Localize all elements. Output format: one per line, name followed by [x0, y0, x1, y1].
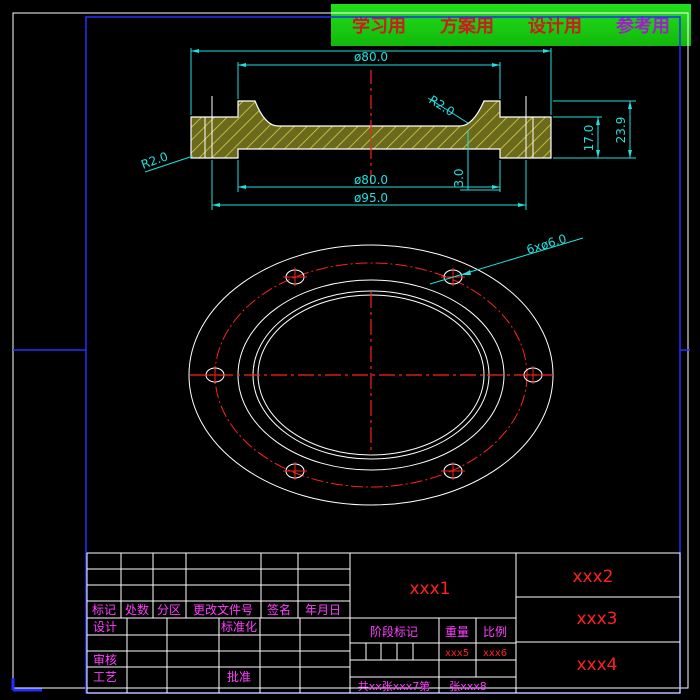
scale-label: 比例	[483, 625, 507, 639]
stage-mark: 阶段标记	[370, 624, 418, 639]
dim-top-dia: ø80.0	[354, 50, 388, 64]
sheet-number: 张xxx8	[449, 680, 487, 693]
title-block-text: 标记 处数 分区 更改文件号 签名 年月日 设计 标准化 审核 工艺 批准 阶段…	[92, 567, 618, 693]
role-standardize: 标准化	[221, 620, 257, 634]
section-view: ø80.0 ø80.0 ø95.0 R2.0 R2.0 17.0 23.9 3.…	[139, 48, 636, 210]
header-change-doc: 更改文件号	[193, 602, 253, 617]
dim-outer-dia: ø95.0	[354, 191, 388, 205]
weight-value: xxx5	[445, 648, 469, 659]
header-zone: 分区	[157, 603, 181, 617]
scale-value: xxx6	[483, 648, 507, 659]
header-signature: 签名	[267, 602, 291, 617]
usage-banner: 学习用 方案用 设计用 参考用	[331, 4, 691, 46]
field-xxx4: xxx4	[577, 655, 618, 675]
field-xxx2: xxx2	[573, 567, 614, 587]
sheet-border	[11, 12, 690, 694]
banner-scheme: 方案用	[440, 16, 494, 37]
dim-height-total: 23.9	[614, 117, 628, 144]
role-review: 审核	[93, 652, 117, 667]
holes-label: 6xø6.0	[525, 231, 568, 256]
role-design: 设计	[93, 620, 117, 634]
plan-view: 6xø6.0	[188, 231, 584, 506]
banner-reference: 参考用	[616, 16, 670, 37]
weight-label: 重量	[445, 625, 469, 639]
header-date: 年月日	[305, 603, 341, 617]
dim-fillet-top: R2.0	[426, 93, 457, 119]
dim-height-17: 17.0	[582, 125, 596, 152]
header-mark: 标记	[92, 603, 116, 617]
dim-bottom-dia: ø80.0	[354, 173, 388, 187]
dim-step: 3.0	[452, 168, 466, 187]
banner-study: 学习用	[352, 16, 406, 37]
role-process: 工艺	[93, 670, 117, 684]
role-approve: 批准	[227, 669, 251, 684]
holes-leader	[429, 237, 584, 285]
field-xxx3: xxx3	[577, 609, 618, 629]
header-count: 处数	[125, 602, 149, 617]
field-xxx1: xxx1	[410, 579, 451, 599]
sheet-info: 共xx张xxx7第	[358, 679, 431, 693]
corner-mark	[11, 678, 42, 692]
bolt-holes	[205, 269, 543, 479]
title-block	[86, 552, 681, 694]
banner-design: 设计用	[528, 16, 582, 37]
